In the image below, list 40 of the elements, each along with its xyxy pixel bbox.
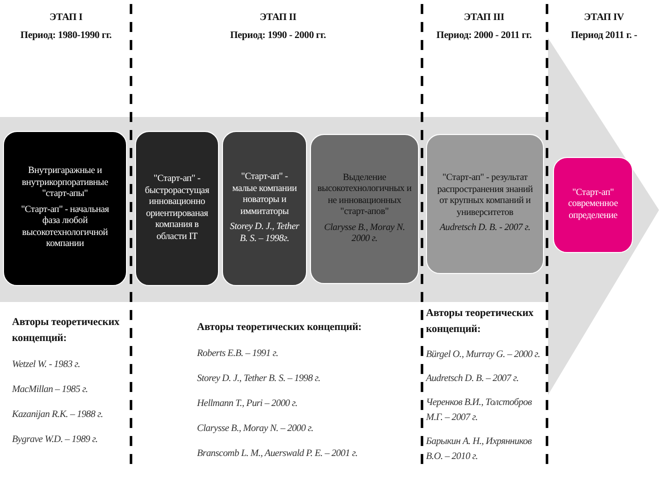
definition-text: "Старт-ап" современное определение bbox=[567, 188, 619, 222]
stage-heading: ЭТАП III bbox=[464, 12, 504, 24]
definition-card bbox=[135, 131, 219, 286]
definition-text: Выделение высокотехнологичных и не инновационных "старт-апов" bbox=[316, 172, 413, 218]
author-citation: Hellmann T., Puri – 2000 г. bbox=[197, 397, 298, 411]
definition-text: "Старт-ап" - начальная фаза любой высокотехнологичной компании bbox=[20, 204, 110, 251]
period-text: Период: 1990 - 2000 гг. bbox=[230, 30, 326, 42]
author-citation: Kazanijan R.K. – 1988 г. bbox=[12, 408, 103, 422]
author-citation: Clarysse B., Moray N. – 2000 г. bbox=[197, 422, 314, 436]
section-heading: Авторы теоретических концепций: bbox=[12, 316, 120, 346]
definition-text: Внутригаражные и внутрикорпоративные "старт-апы" bbox=[20, 166, 110, 201]
definition-text: "Старт-ап" - результат распространения знаний от крупных компаний и университетов bbox=[436, 173, 534, 220]
author-citation: Storey D. J., Tether B. S. – 1998 г. bbox=[197, 372, 320, 386]
period-text: Период 2011 г. - bbox=[570, 30, 638, 42]
stage-heading: ЭТАП I bbox=[50, 12, 82, 24]
period-text: Период: 1980-1990 гг. bbox=[20, 30, 112, 42]
citation-text: Audretsch D. B. - 2007 г. bbox=[440, 223, 530, 235]
definition-card bbox=[553, 157, 633, 253]
section-heading: Авторы теоретических концепций: bbox=[426, 307, 534, 337]
author-citation: MacMillan – 1985 г. bbox=[12, 383, 88, 397]
author-citation: Барыкин А. Н., Ихрянников В.О. – 2010 г. bbox=[426, 435, 533, 464]
author-citation: Branscomb L. M., Auerswald P. E. – 2001 г. bbox=[197, 447, 358, 461]
definition-card bbox=[222, 131, 307, 286]
citation-text: Clarysse B., Moray N. 2000 г. bbox=[323, 222, 406, 246]
section-heading: Авторы теоретических концепций: bbox=[197, 321, 362, 335]
definition-card bbox=[310, 134, 419, 284]
author-citation: Bürgel O., Murray G. – 2000 г. bbox=[426, 348, 540, 362]
definition-text: "Старт-ап" - быстрорастущая инновационно ориентированая компания в области IT bbox=[144, 174, 210, 243]
author-citation: Bygrave W.D. – 1989 г. bbox=[12, 433, 98, 447]
citation-text: Storey D. J., Tether B. S. – 1998г. bbox=[228, 222, 300, 245]
period-text: Период: 2000 - 2011 гг. bbox=[436, 30, 532, 42]
author-citation: Roberts E.B. – 1991 г. bbox=[197, 347, 278, 361]
author-citation: Audretsch D. B. – 2007 г. bbox=[426, 372, 519, 386]
author-citation: Черенков В.И., Толстобров М.Г. – 2007 г. bbox=[426, 396, 533, 425]
author-citation: Wetzel W. - 1983 г. bbox=[12, 358, 80, 372]
definition-card bbox=[426, 134, 544, 274]
definition-text: "Старт-ап" - малые компании новаторы и иммитаторы bbox=[231, 172, 298, 218]
stage-heading: ЭТАП IV bbox=[584, 12, 624, 24]
definition-card bbox=[3, 131, 127, 286]
stage-heading: ЭТАП II bbox=[260, 12, 296, 24]
